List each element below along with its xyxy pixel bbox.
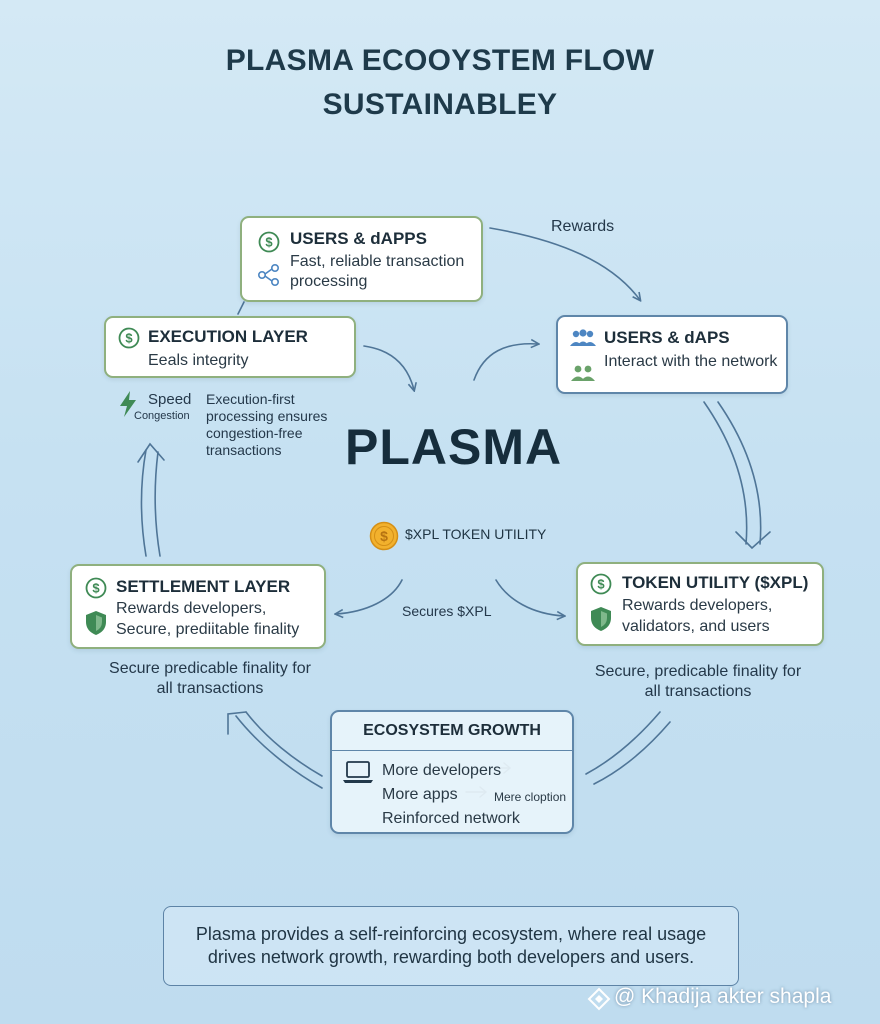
svg-text:$: $	[125, 331, 133, 346]
node-title: USERS & dAPPS	[290, 229, 427, 248]
arrow-growth-to-settlement-a	[235, 715, 323, 789]
lightning-icon	[118, 390, 138, 423]
arrow-users-to-token-b	[717, 401, 762, 545]
node-line-1: Rewards developers,	[622, 597, 773, 614]
diagram-title-line-2: SUSTAINABLEY	[322, 88, 558, 121]
node-title: USERS & dAPS	[604, 328, 730, 347]
dollar-circle-icon: $	[590, 573, 612, 600]
node-line-2: processing	[290, 273, 368, 290]
label-speed: Speed	[148, 391, 192, 408]
node-settlement-layer: $ SETTLEMENT LAYER Rewards developers, S…	[70, 564, 326, 649]
node-users-daps-right: USERS & dAPS Interact with the network	[556, 315, 788, 394]
arrow-growth-to-settlement-b	[245, 711, 323, 777]
node-line-2: validators, and users	[622, 618, 770, 635]
label-rewards: Rewards	[551, 218, 615, 235]
svg-text:$: $	[597, 577, 605, 592]
left-note-line-1: Secure predicable finality for	[109, 660, 311, 677]
node-line-1: Fast, reliable transaction	[290, 253, 465, 270]
node-line-1: Eeals integrity	[148, 352, 249, 369]
summary-box: Plasma provides a self-reinforcing ecosy…	[163, 906, 739, 986]
summary-line-2: drives network growth, rewarding both de…	[207, 947, 695, 967]
diamond-logo-icon	[587, 987, 611, 1016]
growth-more-developers: More developers	[382, 762, 502, 779]
diagram-title-line-1: PLASMA ECOOYSTEM FLOW	[225, 44, 655, 77]
arrow-settlement-to-execution-head	[137, 442, 165, 463]
growth-more-adoption: Mere cloption	[494, 790, 567, 804]
laptop-icon	[342, 760, 374, 789]
dollar-circle-icon: $	[258, 231, 280, 258]
node-title: TOKEN UTILITY ($XPL)	[622, 573, 809, 592]
shield-icon	[590, 606, 612, 637]
growth-more-apps: More apps	[382, 786, 458, 803]
gold-coin-icon: $	[369, 521, 399, 556]
arrow-settlement-to-execution-a	[140, 449, 147, 557]
dollar-circle-icon: $	[85, 577, 107, 604]
right-note-line-1: Secure, predicable finality for	[594, 663, 802, 680]
svg-text:$: $	[380, 528, 388, 544]
node-execution-layer: $ EXECUTION LAYER Eeals integrity	[104, 316, 356, 378]
arrow-top-to-execution	[237, 301, 245, 315]
node-line-2: Secure, prediitable finality	[116, 621, 300, 638]
svg-text:$: $	[92, 581, 100, 596]
users-group-icon	[569, 328, 597, 353]
node-title: SETTLEMENT LAYER	[116, 577, 291, 596]
execution-note-4: transactions	[206, 442, 282, 458]
execution-note-2: processing ensures	[206, 408, 328, 424]
node-line-1: Interact with the network	[604, 353, 778, 370]
arrow-center-to-users	[473, 344, 538, 381]
watermark-text: @ Khadija akter shapla	[614, 985, 832, 1008]
arrow-secures-right	[495, 579, 564, 616]
label-secures: Secures $XPL	[402, 603, 492, 619]
execution-note-3: congestion-free	[206, 425, 303, 441]
users-group-icon	[569, 363, 597, 388]
arrow-settlement-to-execution-b	[154, 451, 161, 557]
arrow-users-to-token-a	[703, 401, 748, 545]
execution-note-1: Execution-first	[206, 391, 295, 407]
node-ecosystem-growth: ECOSYSTEM GROWTH More developers More ap…	[330, 710, 574, 834]
left-note-line-2: all transactions	[156, 680, 264, 697]
label-token-utility-center: $XPL TOKEN UTILITY	[405, 526, 547, 542]
growth-reinforced-network: Reinforced network	[382, 810, 520, 827]
label-congestion: Congestion	[134, 410, 190, 422]
arrow-users-to-token-head	[735, 531, 771, 550]
arrow-token-to-growth-a	[585, 711, 661, 775]
arrow-execution-to-center	[363, 345, 414, 390]
node-title: ECOSYSTEM GROWTH	[363, 722, 541, 739]
arrow-token-to-growth-b	[593, 721, 671, 785]
node-divider	[332, 750, 572, 751]
node-users-dapps-top: $ USERS & dAPPS Fast, reliable transacti…	[240, 216, 483, 302]
node-title: EXECUTION LAYER	[148, 327, 308, 346]
network-nodes-icon	[256, 262, 282, 293]
summary-line-1: Plasma provides a self-reinforcing ecosy…	[195, 924, 707, 944]
node-token-utility: $ TOKEN UTILITY ($XPL) Rewards developer…	[576, 562, 824, 646]
dollar-circle-icon: $	[118, 327, 140, 354]
right-note-line-2: all transactions	[644, 683, 752, 700]
node-line-1: Rewards developers,	[116, 600, 267, 617]
arrow-growth-to-settlement-head	[227, 711, 247, 735]
brand-plasma: PLASMA	[345, 419, 563, 475]
arrow-secures-left	[336, 579, 403, 614]
svg-text:$: $	[265, 235, 273, 250]
arrow-rewards	[489, 227, 640, 300]
shield-icon	[85, 610, 107, 641]
